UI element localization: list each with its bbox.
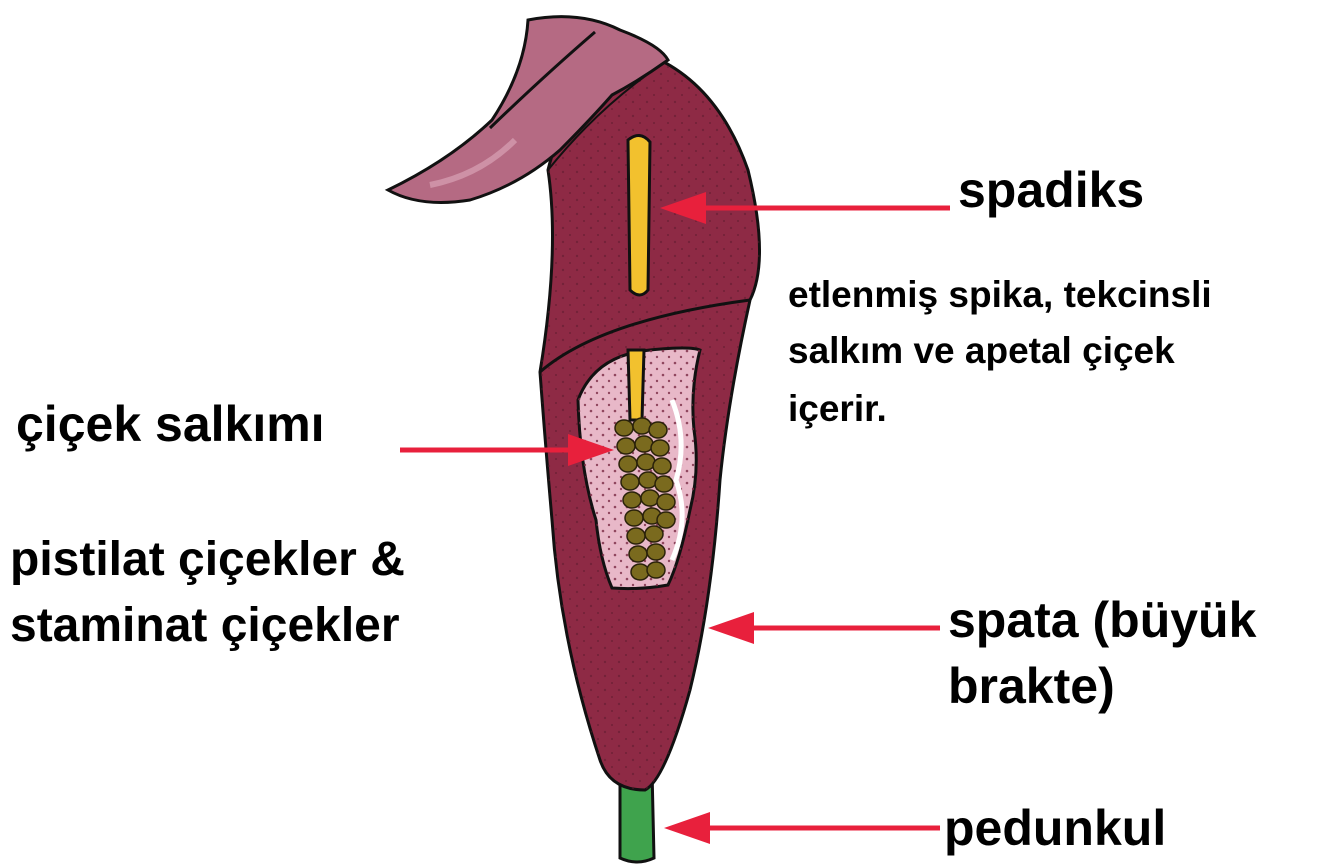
arrow-peduncle [664, 812, 940, 844]
arrow-spadiks [660, 192, 950, 224]
label-spadiks-note-1: etlenmiş spika, tekcinsli [788, 272, 1212, 318]
label-spadiks-note-3: içerir. [788, 386, 887, 432]
label-spathe-2: brakte) [948, 656, 1115, 716]
label-spadiks: spadiks [958, 160, 1144, 220]
spadix-lower [628, 350, 644, 420]
label-flowers-2: staminat çiçekler [10, 596, 400, 656]
label-inflorescence: çiçek salkımı [16, 394, 325, 454]
label-spadiks-note-2: salkım ve apetal çiçek [788, 328, 1175, 374]
label-flowers-1: pistilat çiçekler & [10, 530, 405, 590]
label-spathe-1: spata (büyük [948, 590, 1256, 650]
arrow-spathe [708, 612, 940, 644]
label-peduncle: pedunkul [944, 798, 1166, 858]
spadix [628, 135, 650, 295]
